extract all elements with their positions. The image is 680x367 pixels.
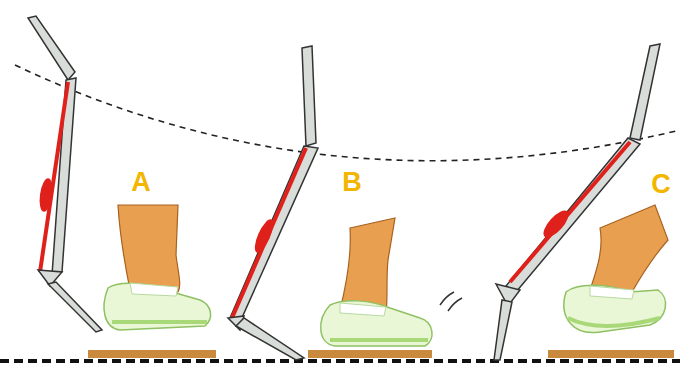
sock-drawing <box>340 303 386 316</box>
thigh-segment <box>630 44 660 140</box>
muscle-tendon <box>40 82 68 272</box>
shoe-drawing <box>564 285 666 332</box>
leg-drawing <box>340 218 395 312</box>
hip-trajectory <box>15 65 680 161</box>
foot-segment <box>48 282 102 332</box>
muscle-tendon <box>232 148 306 318</box>
shoe-sole <box>112 320 207 324</box>
force-plate <box>308 350 432 358</box>
foot-segment <box>236 318 304 360</box>
phase-label: B <box>342 169 362 196</box>
shoe-drawing <box>104 283 211 330</box>
shoe-sole <box>568 318 660 326</box>
sock-drawing <box>130 283 178 296</box>
phase-label: C <box>651 171 671 198</box>
leg-drawing <box>590 205 668 292</box>
shoe-sole <box>330 338 428 342</box>
muscle-belly <box>251 217 277 255</box>
phase-label: A <box>131 169 151 196</box>
sock-drawing <box>590 286 634 299</box>
leg-drawing <box>118 205 180 292</box>
motion-mark <box>440 292 454 305</box>
foot-segment <box>494 300 512 360</box>
ground-line <box>0 359 680 363</box>
muscle-belly <box>38 177 55 212</box>
thigh-segment <box>28 16 75 80</box>
muscle-belly <box>539 207 572 242</box>
shank-segment <box>230 146 318 322</box>
shoe-drawing <box>321 301 432 346</box>
motion-mark <box>448 298 462 311</box>
force-plate <box>88 350 216 358</box>
force-plate <box>548 350 674 358</box>
thigh-segment <box>302 46 316 146</box>
